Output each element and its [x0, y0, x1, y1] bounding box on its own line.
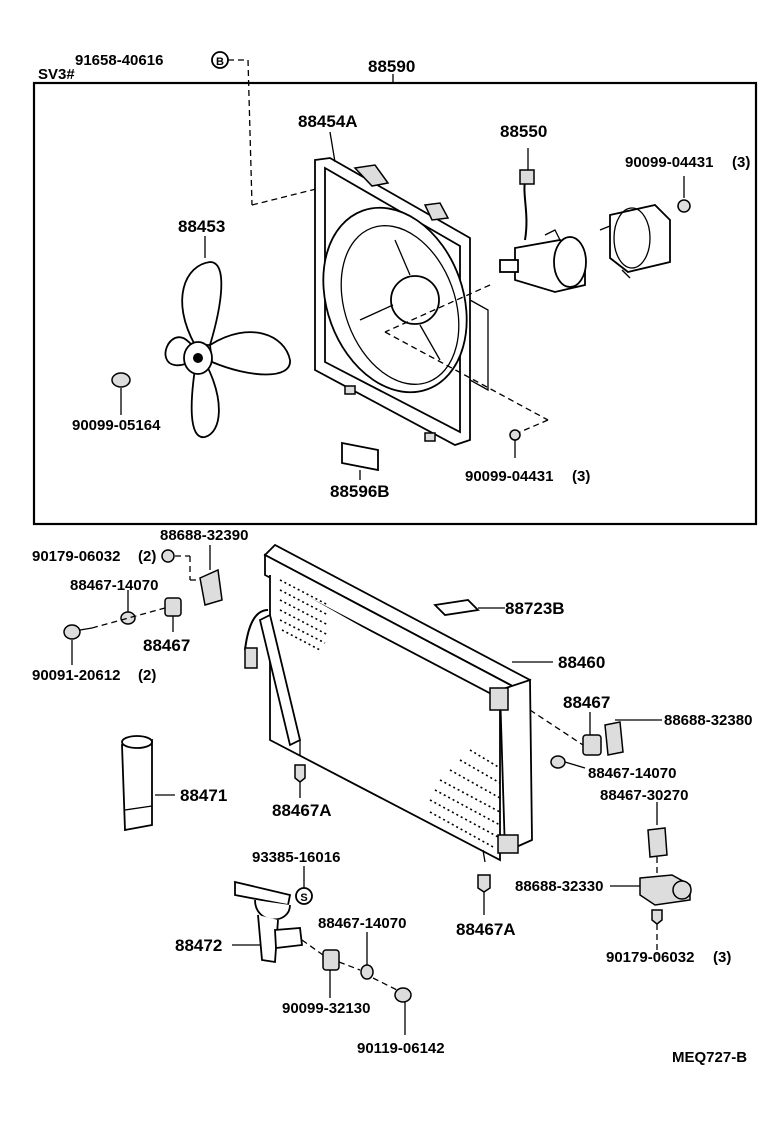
left-bolt	[63, 607, 166, 665]
label-motor: 88550	[500, 122, 547, 141]
label-cushion-bottom-left: 88467A	[272, 801, 332, 820]
label-screw-bottom: 90099-04431	[465, 468, 553, 485]
label-nut-fan: 90099-05164	[72, 417, 161, 434]
holder-bolt	[372, 977, 412, 1035]
label-cushion-holder: 88467-14070	[318, 915, 406, 932]
left-bracket	[175, 545, 223, 606]
label-qty3-a: (3)	[732, 154, 750, 171]
label-plate	[341, 441, 379, 480]
right-cushion	[529, 709, 602, 756]
label-label-plate: 88596B	[330, 482, 390, 501]
condenser-fins	[279, 579, 501, 849]
label-qty3-c: (3)	[713, 949, 731, 966]
label-assy: 88590	[368, 57, 415, 76]
label-condenser: 88460	[558, 653, 605, 672]
assembly-frame	[32, 81, 758, 526]
holder-cushion	[301, 939, 361, 998]
symbol-b-text: B	[216, 56, 224, 68]
label-qty3-b: (3)	[572, 468, 590, 485]
label-bracket-lower: 88688-32330	[515, 878, 603, 895]
right-bracket	[604, 719, 662, 756]
holder-s-bolt: S	[295, 866, 313, 905]
receiver-dryer	[121, 735, 175, 832]
label-cushion-right-lower: 88467-30270	[600, 787, 688, 804]
label-nut-left: 90179-06032	[32, 548, 120, 565]
label-qty2-a: (2)	[138, 548, 156, 565]
cushion-a-right	[477, 874, 491, 915]
label-cushion-left-small: 88467-14070	[70, 577, 158, 594]
fan-nut	[111, 372, 131, 415]
label-drawing-code: MEQ727-B	[672, 1049, 747, 1066]
label-bolt-left: 90091-20612	[32, 667, 120, 684]
label-bolt-s: 93385-16016	[252, 849, 340, 866]
condenser-label-plate	[433, 599, 505, 616]
holder-washer	[360, 932, 374, 980]
fan-blade	[164, 261, 291, 438]
receiver-holder	[232, 880, 303, 964]
label-receiver: 88471	[180, 786, 227, 805]
right-cushion-small	[550, 755, 586, 769]
label-cushion-holder-nut: 90099-32130	[282, 1000, 370, 1017]
label-bolt-top: 91658-40616	[75, 52, 163, 69]
label-cond-label: 88723B	[505, 599, 565, 618]
cover-screw	[677, 176, 691, 213]
label-cushion-right-small: 88467-14070	[588, 765, 676, 782]
left-cushion	[164, 597, 182, 632]
fan-motor	[499, 148, 587, 293]
label-screw-motor-top: 90099-04431	[625, 154, 713, 171]
bottom-screw	[509, 429, 521, 458]
label-cushion-right: 88467	[563, 693, 610, 712]
motor-cover	[599, 204, 671, 279]
fan-shroud	[314, 157, 489, 446]
label-shroud: 88454A	[298, 112, 358, 131]
cushion-a-left	[294, 764, 306, 798]
label-cushion-bottom-right: 88467A	[456, 920, 516, 939]
symbol-s-text: S	[300, 892, 307, 904]
label-bracket-right: 88688-32380	[664, 712, 752, 729]
label-bracket-top: 88688-32390	[160, 527, 248, 544]
right-lower-assembly	[610, 802, 692, 955]
label-bolt-holder: 90119-06142	[357, 1040, 445, 1057]
label-qty2-b: (2)	[138, 667, 156, 684]
left-cushion-small	[120, 590, 136, 625]
label-nut-right-lower: 90179-06032	[606, 949, 694, 966]
label-sv3: SV3#	[38, 66, 75, 83]
label-cushion-left: 88467	[143, 636, 190, 655]
condenser-core	[244, 543, 533, 863]
label-fan: 88453	[178, 217, 225, 236]
left-nut	[161, 549, 175, 563]
label-holder: 88472	[175, 936, 222, 955]
